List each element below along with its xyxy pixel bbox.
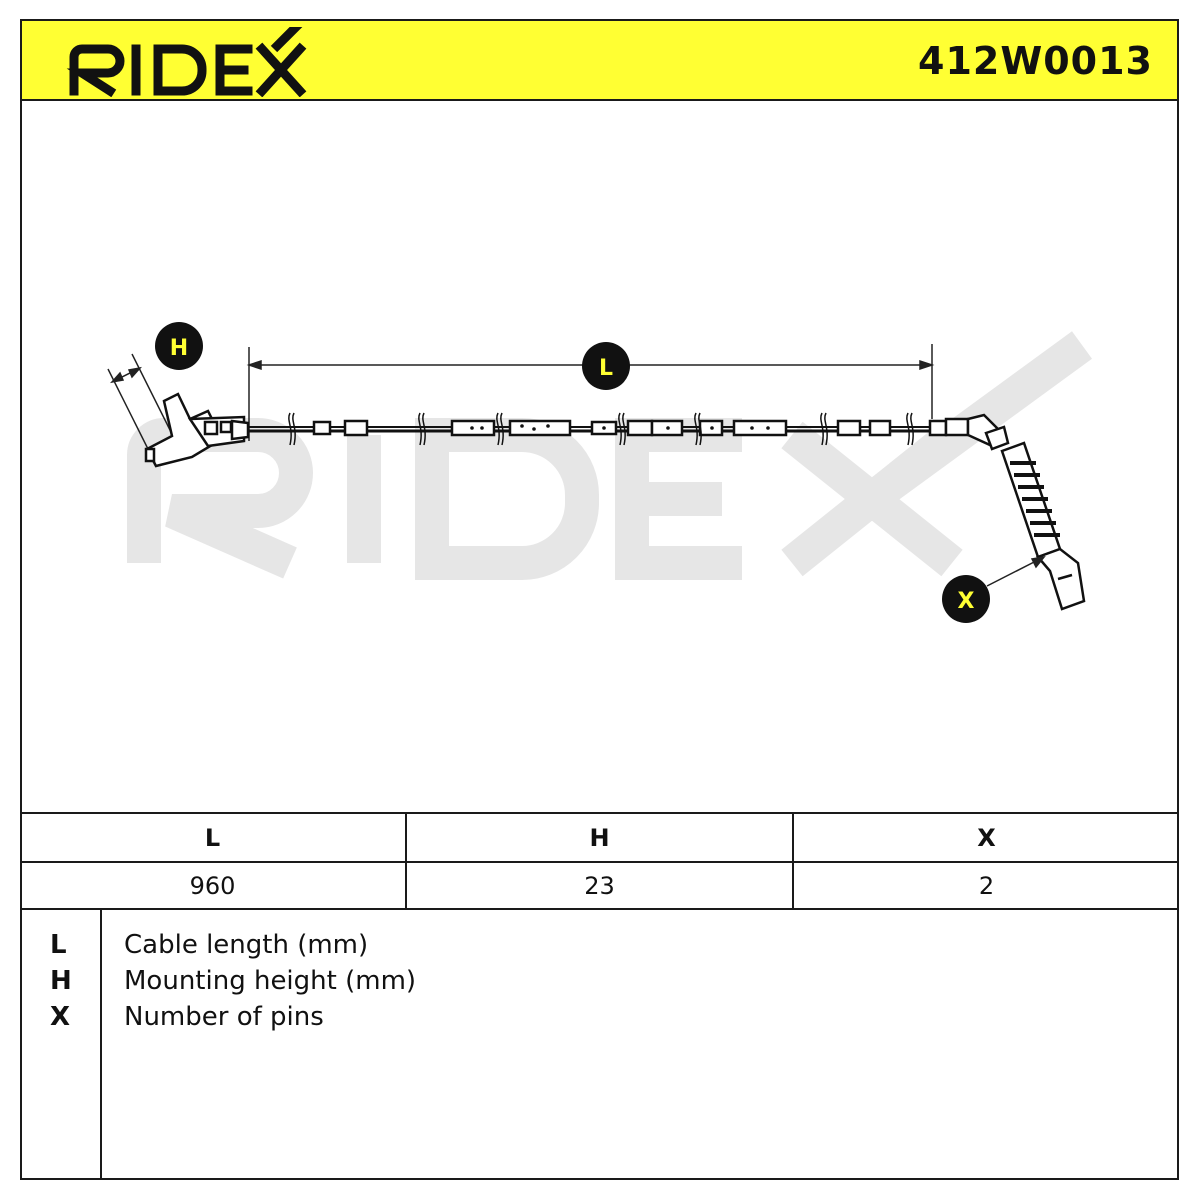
spec-table: L H X 960 23 2 xyxy=(20,812,1179,910)
label-L-badge: L xyxy=(582,342,630,390)
legend-key: X xyxy=(50,1002,71,1032)
legend-text: Cable length (mm) xyxy=(124,930,369,960)
dimension-H-line xyxy=(107,353,173,450)
sensor-head xyxy=(144,392,250,468)
legend-item: H Mounting height (mm) xyxy=(20,966,1120,1002)
ridex-logo xyxy=(66,27,307,97)
label-H-text: H xyxy=(170,336,188,361)
label-X-text: X xyxy=(958,589,975,614)
legend-key: H xyxy=(50,966,72,996)
spec-header-X: X xyxy=(977,823,996,852)
header-bar: 412W0013 xyxy=(20,19,1179,101)
legend-divider xyxy=(100,910,102,1180)
legend-text: Number of pins xyxy=(124,1002,324,1032)
label-H-badge: H xyxy=(155,322,203,370)
part-number: 412W0013 xyxy=(918,39,1153,83)
legend-item: X Number of pins xyxy=(20,1002,1120,1038)
spec-value-H: 23 xyxy=(407,863,794,908)
connector xyxy=(928,413,1086,611)
legend-text: Mounting height (mm) xyxy=(124,966,417,996)
spec-table-header-row: L H X xyxy=(20,812,1179,861)
legend-key: L xyxy=(50,930,67,960)
cable xyxy=(248,412,930,446)
label-X-badge: X xyxy=(942,575,990,623)
spec-table-value-row: 960 23 2 xyxy=(20,861,1179,910)
spec-header-L: L xyxy=(20,814,407,861)
legend-item: L Cable length (mm) xyxy=(20,930,1120,966)
spec-value-X: 2 xyxy=(978,871,995,900)
sensor-drawing: L H X xyxy=(107,322,1093,623)
spec-header-H: H xyxy=(407,814,794,861)
legend: L Cable length (mm) H Mounting height (m… xyxy=(20,910,1179,1180)
spec-value-L: 960 xyxy=(20,863,407,908)
label-L-text: L xyxy=(599,356,613,381)
dimension-X-pointer xyxy=(986,555,1046,587)
